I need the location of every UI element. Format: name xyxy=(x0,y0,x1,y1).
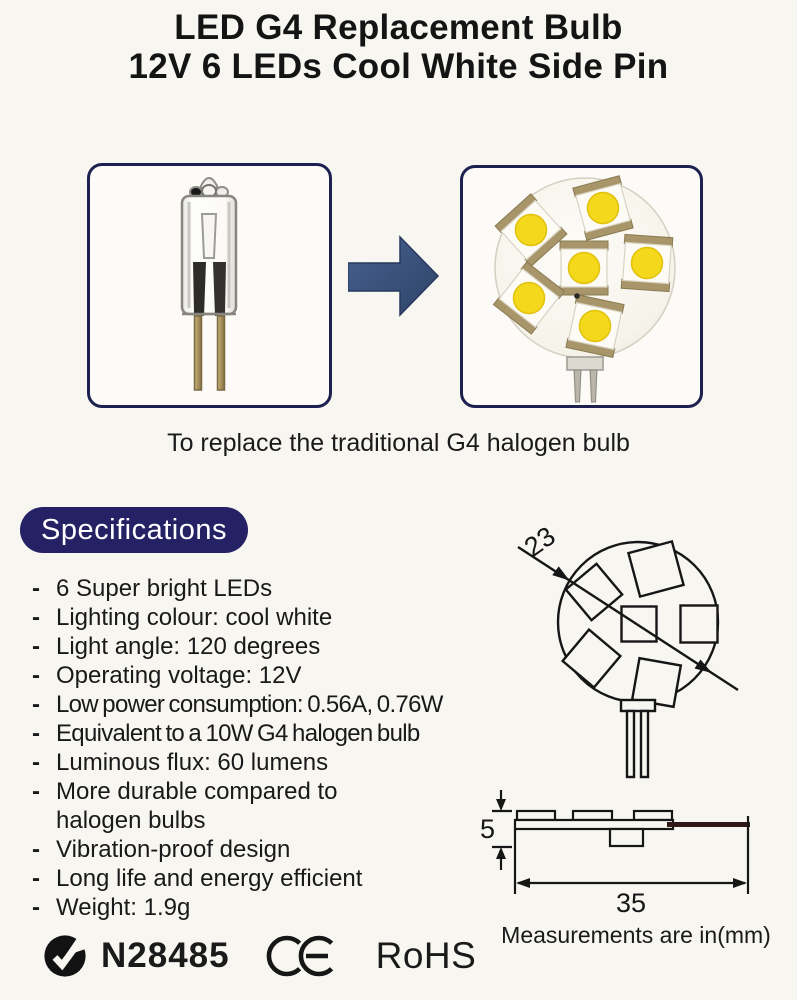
spec-list-item: 6 Super bright LEDs xyxy=(32,574,484,603)
units-note: Measurements are in(mm) xyxy=(501,922,771,948)
spec-list-item: Weight: 1.9g xyxy=(32,893,484,922)
spec-item-text: Long life and energy efficient xyxy=(56,865,363,892)
led-bulb-image xyxy=(492,174,676,403)
spec-list-item: Vibration-proof design xyxy=(32,835,484,864)
spec-list-item: Lighting colour: cool white xyxy=(32,603,484,632)
led-bulb-panel xyxy=(460,165,703,408)
spec-item-text: Low power consumption: 0.56A, 0.76W xyxy=(56,691,443,718)
height-dimension-label: 5 xyxy=(480,814,495,844)
page-title: LED G4 Replacement Bulb 12V 6 LEDs Cool … xyxy=(0,8,797,86)
title-line-1: LED G4 Replacement Bulb xyxy=(174,8,623,47)
halogen-bulb-panel xyxy=(87,163,332,408)
rohs-label: RoHS xyxy=(375,935,477,976)
specifications-list: 6 Super bright LEDs Lighting colour: coo… xyxy=(32,574,484,922)
width-dimension-label: 35 xyxy=(616,888,646,918)
diameter-dimension-label: 23 xyxy=(519,521,561,563)
spec-item-text: Vibration-proof design xyxy=(56,836,291,863)
spec-item-text: Weight: 1.9g xyxy=(56,894,191,921)
spec-item-text: Lighting colour: cool white xyxy=(56,604,333,631)
ctick-approval-number: N28485 xyxy=(101,936,230,975)
spec-list-item: Long life and energy efficient xyxy=(32,864,484,893)
spec-list-item: Operating voltage: 12V xyxy=(32,661,484,690)
c-tick-icon xyxy=(44,933,88,977)
ce-mark-icon xyxy=(266,935,333,977)
spec-list-item: Light angle: 120 degrees xyxy=(32,632,484,661)
specifications-heading: Specifications xyxy=(20,507,248,553)
spec-list-item: Equivalent to a 10W G4 halogen bulb xyxy=(32,719,484,748)
halogen-bulb-image xyxy=(180,177,238,391)
comparison-caption: To replace the traditional G4 halogen bu… xyxy=(167,429,630,457)
spec-list-item: Low power consumption: 0.56A, 0.76W xyxy=(32,690,484,719)
spec-item-text: Luminous flux: 60 lumens xyxy=(56,749,329,776)
spec-item-text: Light angle: 120 degrees xyxy=(56,633,321,660)
spec-item-text: Equivalent to a 10W G4 halogen bulb xyxy=(56,720,420,747)
spec-list-item: More durable compared to halogen bulbs xyxy=(32,777,484,835)
spec-item-text: Operating voltage: 12V xyxy=(56,662,302,689)
spec-list-item: Luminous flux: 60 lumens xyxy=(32,748,484,777)
certifications-row: N28485 RoHS xyxy=(42,930,476,982)
spec-item-text: More durable compared to halogen bulbs xyxy=(56,778,338,834)
side-view-diagram: 5 35 xyxy=(480,790,750,918)
right-arrow-icon xyxy=(347,233,440,319)
spec-item-text: 6 Super bright LEDs xyxy=(56,575,273,602)
title-line-2: 12V 6 LEDs Cool White Side Pin xyxy=(128,47,669,86)
top-view-diagram: 23 xyxy=(517,521,739,779)
